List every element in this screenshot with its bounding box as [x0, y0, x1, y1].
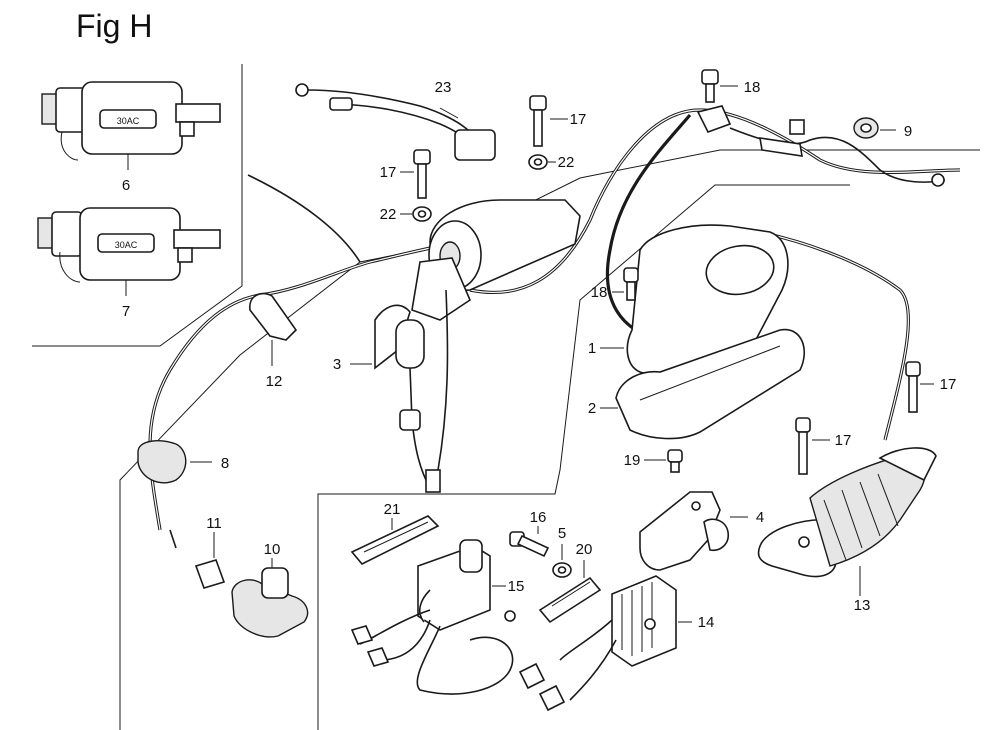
label-3: 3	[333, 356, 341, 373]
label-8: 8	[221, 455, 229, 472]
label-16: 16	[530, 509, 547, 526]
bolt-17-left[interactable]	[400, 149, 431, 199]
label-23: 23	[435, 79, 452, 96]
label-17d: 17	[835, 432, 852, 449]
figure-title: Fig H	[76, 8, 153, 44]
coil-15[interactable]	[350, 539, 516, 695]
label-15: 15	[508, 578, 525, 595]
regulator-14[interactable]	[518, 575, 692, 712]
ignition-coil-6[interactable]: 30AC	[41, 81, 221, 170]
washer-22-upper[interactable]	[528, 154, 556, 170]
plug-cap-10[interactable]	[231, 558, 309, 638]
grommet-9[interactable]	[853, 117, 896, 139]
nut-5[interactable]	[552, 544, 572, 578]
label-17c: 17	[940, 376, 957, 393]
ignition-coil-7[interactable]: 30AC	[37, 207, 221, 296]
label-20: 20	[576, 541, 593, 558]
holder-20[interactable]	[538, 560, 602, 624]
coil-label-7: 30AC	[115, 240, 138, 250]
bolt-17-right-upper[interactable]	[905, 361, 934, 413]
bolt-18-mid[interactable]	[612, 267, 639, 301]
ignition-unit-3[interactable]	[350, 199, 581, 493]
label-17b: 17	[380, 164, 397, 181]
grommet-8[interactable]	[137, 440, 212, 484]
label-18a: 18	[744, 79, 761, 96]
label-7: 7	[122, 303, 130, 320]
label-12: 12	[266, 373, 283, 390]
label-1: 1	[588, 340, 596, 357]
label-14: 14	[698, 614, 715, 631]
ring-terminal-9	[759, 119, 945, 187]
label-4: 4	[756, 509, 764, 526]
label-22a: 22	[558, 154, 575, 171]
pulser-coil-13[interactable]	[757, 447, 937, 596]
washer-22-left[interactable]	[400, 206, 432, 222]
cap-11[interactable]	[194, 532, 226, 589]
bolt-19[interactable]	[644, 449, 683, 473]
part-labels: 6 7 23 17 22 17 22 18 9 12 3 8 11 10 18 …	[122, 79, 957, 631]
label-11: 11	[206, 515, 222, 532]
label-2: 2	[588, 400, 596, 417]
label-10: 10	[264, 541, 281, 558]
label-9: 9	[904, 123, 912, 140]
label-21: 21	[384, 501, 401, 518]
label-17a: 17	[570, 111, 587, 128]
label-18b: 18	[591, 284, 608, 301]
gasket-2[interactable]	[600, 328, 805, 440]
wiring-harness[interactable]	[148, 108, 961, 549]
clamp-12[interactable]	[249, 292, 298, 366]
label-22b: 22	[380, 206, 397, 223]
bolt-18-top[interactable]	[696, 69, 738, 133]
lead-wire-23[interactable]	[295, 83, 496, 161]
bolt-17-right-lower[interactable]	[795, 417, 830, 475]
coil-label-6: 30AC	[117, 116, 140, 126]
label-13: 13	[854, 597, 871, 614]
bolt-16[interactable]	[509, 526, 550, 558]
bracket-4[interactable]	[639, 491, 748, 571]
label-5: 5	[558, 525, 566, 542]
label-6: 6	[122, 177, 130, 194]
label-19: 19	[624, 452, 641, 469]
plate-21[interactable]	[350, 515, 440, 565]
section-dividers	[32, 64, 980, 730]
bolt-17-upper[interactable]	[529, 95, 568, 147]
